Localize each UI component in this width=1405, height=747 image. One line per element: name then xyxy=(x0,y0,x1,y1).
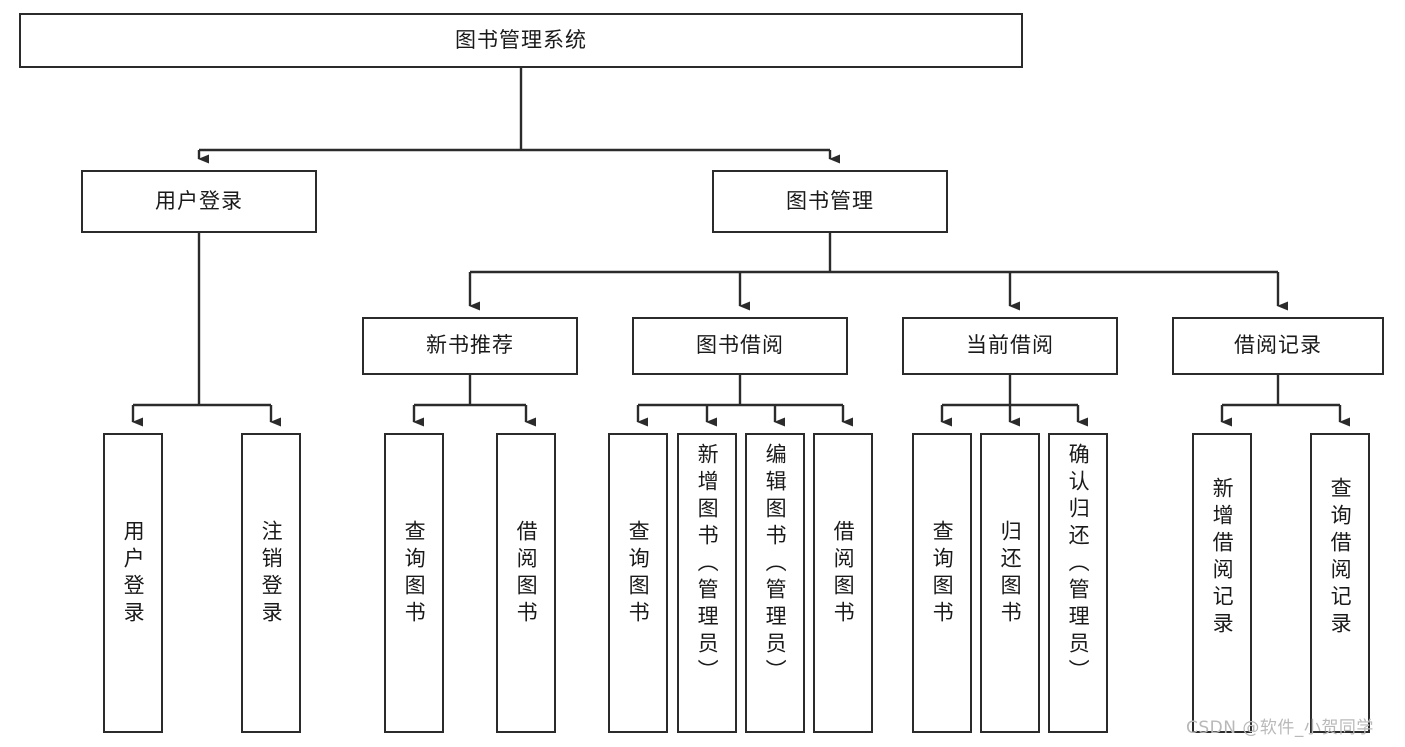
leaf-add-book-label: 新增图书（管理员） xyxy=(695,443,720,686)
node-new-book-recommend-label: 新书推荐 xyxy=(426,333,514,358)
leaf-query-record-label: 查询借阅记录 xyxy=(1328,477,1353,639)
node-book-management-label: 图书管理 xyxy=(786,188,874,213)
leaf-add-record[interactable]: 新增借阅记录 xyxy=(1192,433,1252,733)
leaf-borrow-book-2[interactable]: 借阅图书 xyxy=(813,433,873,733)
node-user-login[interactable]: 用户登录 xyxy=(81,170,317,233)
leaf-return-book-label: 归还图书 xyxy=(998,520,1023,628)
leaf-query-record[interactable]: 查询借阅记录 xyxy=(1310,433,1370,733)
node-root-label: 图书管理系统 xyxy=(455,27,587,52)
watermark-text: CSDN @软件_小贺同学 xyxy=(1186,718,1374,738)
leaf-user-login-label: 用户登录 xyxy=(121,520,146,628)
leaf-borrow-book-2-label: 借阅图书 xyxy=(831,520,856,628)
leaf-edit-book[interactable]: 编辑图书（管理员） xyxy=(745,433,805,733)
leaf-logout-login-label: 注销登录 xyxy=(259,520,284,628)
leaf-return-book[interactable]: 归还图书 xyxy=(980,433,1040,733)
node-borrow-record-label: 借阅记录 xyxy=(1234,333,1322,358)
leaf-query-book-2-label: 查询图书 xyxy=(626,520,651,628)
leaf-add-book[interactable]: 新增图书（管理员） xyxy=(677,433,737,733)
node-current-borrow-label: 当前借阅 xyxy=(966,333,1054,358)
node-user-login-label: 用户登录 xyxy=(155,188,243,213)
node-book-management[interactable]: 图书管理 xyxy=(712,170,948,233)
leaf-logout-login[interactable]: 注销登录 xyxy=(241,433,301,733)
leaf-query-book-1[interactable]: 查询图书 xyxy=(384,433,444,733)
leaf-borrow-book-1[interactable]: 借阅图书 xyxy=(496,433,556,733)
leaf-query-book-3[interactable]: 查询图书 xyxy=(912,433,972,733)
node-root[interactable]: 图书管理系统 xyxy=(19,13,1023,68)
node-book-borrow-label: 图书借阅 xyxy=(696,333,784,358)
leaf-query-book-1-label: 查询图书 xyxy=(402,520,427,628)
leaf-borrow-book-1-label: 借阅图书 xyxy=(514,520,539,628)
leaf-confirm-return[interactable]: 确认归还（管理员） xyxy=(1048,433,1108,733)
leaf-confirm-return-label: 确认归还（管理员） xyxy=(1066,443,1091,686)
node-current-borrow[interactable]: 当前借阅 xyxy=(902,317,1118,375)
node-book-borrow[interactable]: 图书借阅 xyxy=(632,317,848,375)
leaf-query-book-3-label: 查询图书 xyxy=(930,520,955,628)
leaf-user-login[interactable]: 用户登录 xyxy=(103,433,163,733)
node-new-book-recommend[interactable]: 新书推荐 xyxy=(362,317,578,375)
leaf-edit-book-label: 编辑图书（管理员） xyxy=(763,443,788,686)
leaf-query-book-2[interactable]: 查询图书 xyxy=(608,433,668,733)
leaf-add-record-label: 新增借阅记录 xyxy=(1210,477,1235,639)
node-borrow-record[interactable]: 借阅记录 xyxy=(1172,317,1384,375)
